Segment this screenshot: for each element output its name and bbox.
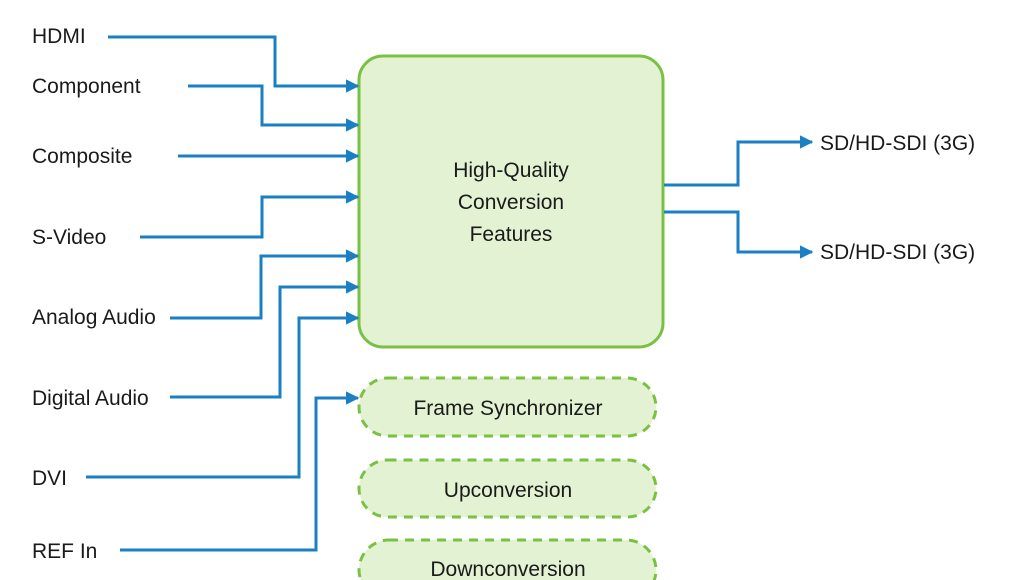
upconversion-shape xyxy=(357,458,658,519)
frame-synchronizer-label: Frame Synchronizer xyxy=(413,397,602,420)
input-label-composite: Composite xyxy=(32,145,132,168)
feature-upconversion: Upconversion xyxy=(357,458,658,519)
frame-synchronizer-shape xyxy=(357,376,658,438)
main-conversion-block: High-Quality Conversion Features xyxy=(357,54,665,349)
input-label-component: Component xyxy=(32,75,141,98)
main-block-line-2: Conversion xyxy=(458,191,564,214)
wire-output-2 xyxy=(664,210,814,259)
input-label-digital-audio: Digital Audio xyxy=(32,387,149,410)
wire-hdmi xyxy=(108,35,360,93)
downconversion-label: Downconversion xyxy=(430,558,585,580)
wire-output-1 xyxy=(664,135,814,187)
input-label-analog-audio: Analog Audio xyxy=(32,306,156,329)
feature-frame-synchronizer: Frame Synchronizer xyxy=(357,376,658,438)
wire-analog-audio xyxy=(170,249,360,320)
wire-digital-audio xyxy=(170,280,360,399)
upconversion-label: Upconversion xyxy=(444,479,572,502)
downconversion-shape xyxy=(357,538,658,580)
wire-dvi xyxy=(86,311,360,479)
input-label-s-video: S-Video xyxy=(32,226,106,249)
input-label-dvi: DVI xyxy=(32,467,67,490)
wire-ref-in xyxy=(120,391,360,552)
main-block-line-3: Features xyxy=(470,223,553,246)
main-block-line-1: High-Quality xyxy=(453,159,569,182)
wire-s-video xyxy=(140,190,360,239)
input-label-hdmi: HDMI xyxy=(32,25,86,48)
output-label-sdi-1: SD/HD-SDI (3G) xyxy=(820,132,975,155)
feature-downconversion: Downconversion xyxy=(357,538,658,580)
input-label-ref-in: REF In xyxy=(32,540,97,563)
wire-component xyxy=(188,84,360,132)
output-label-sdi-2: SD/HD-SDI (3G) xyxy=(820,241,975,264)
